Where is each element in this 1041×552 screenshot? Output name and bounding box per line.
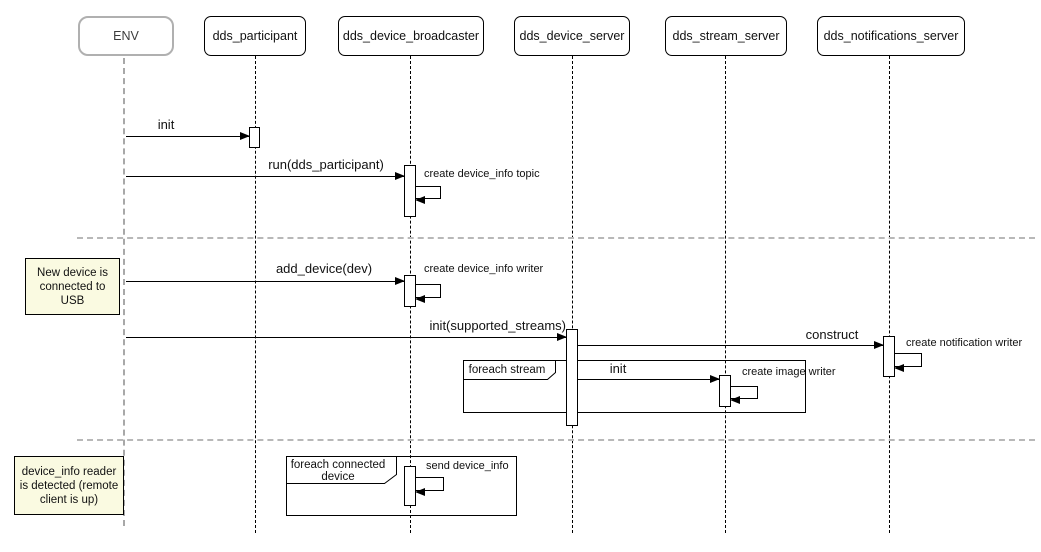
arrowhead-right-icon <box>240 132 250 140</box>
participant-box-dds-device-server: dds_device_server <box>514 16 630 56</box>
self-message-create-notification-writer <box>894 353 922 372</box>
participant-box-dds-participant: dds_participant <box>204 16 306 56</box>
message-line-init-supported-streams <box>126 333 567 341</box>
note-text: device_info reader is detected (remote c… <box>19 465 119 506</box>
message-label-create-image-writer: create image writer <box>742 366 836 378</box>
activation-notifications-construct <box>883 336 895 377</box>
activation-stream-server-init <box>719 375 731 407</box>
message-line-init <box>126 132 250 140</box>
message-label-construct: construct <box>805 327 859 342</box>
lifeline-dds-participant <box>255 56 256 533</box>
message-label-run: run(dds_participant) <box>268 157 384 172</box>
message-line-construct <box>578 341 884 349</box>
message-label-send-device-info: send device_info <box>426 460 509 472</box>
note-text: New device is connected to USB <box>37 266 108 307</box>
message-label-add-device: add_device(dev) <box>275 261 373 276</box>
arrowhead-right-icon <box>395 277 405 285</box>
self-message-create-writer <box>415 284 441 303</box>
arrowhead-right-icon <box>874 341 884 349</box>
arrowhead-left-icon <box>415 195 425 204</box>
activation-dds-participant-init <box>249 127 260 148</box>
note-device-info-reader: device_info reader is detected (remote c… <box>14 456 124 515</box>
message-line-run <box>126 172 405 180</box>
message-label-create-writer: create device_info writer <box>424 263 544 275</box>
lifeline-dds-device-server <box>572 56 573 533</box>
participant-box-dds-notifications-server: dds_notifications_server <box>817 16 965 56</box>
fragment-label: foreach connected device <box>290 459 386 483</box>
arrowhead-left-icon <box>415 294 425 303</box>
message-label-create-notification-writer: create notification writer <box>906 337 1023 349</box>
arrowhead-left-icon <box>415 487 425 496</box>
lifeline-dds-notifications-server <box>889 56 890 533</box>
participant-label: dds_device_server <box>519 29 625 43</box>
participant-box-env: ENV <box>78 16 174 56</box>
message-label-create-topic: create device_info topic <box>424 168 540 180</box>
separator-line-1 <box>77 237 1035 239</box>
self-message-create-topic <box>415 186 441 204</box>
self-message-send-device-info <box>415 477 444 496</box>
participant-label: dds_device_broadcaster <box>342 29 480 43</box>
arrowhead-right-icon <box>710 375 720 383</box>
participant-label: dds_stream_server <box>672 29 780 43</box>
participant-box-dds-stream-server: dds_stream_server <box>665 16 787 56</box>
separator-line-2 <box>77 439 1035 441</box>
lifeline-dds-stream-server <box>725 56 726 533</box>
activation-broadcaster-send <box>404 466 416 506</box>
participant-box-dds-device-broadcaster: dds_device_broadcaster <box>338 16 484 56</box>
participant-label: dds_participant <box>212 29 298 43</box>
arrowhead-right-icon <box>557 333 567 341</box>
message-line-add-device <box>126 277 405 285</box>
note-new-device-usb: New device is connected to USB <box>25 258 120 315</box>
participant-label: ENV <box>113 29 139 43</box>
message-line-init-stream <box>578 375 720 383</box>
activation-broadcaster-add-device <box>404 275 416 307</box>
message-label-init-stream: init <box>609 361 627 376</box>
arrowhead-right-icon <box>395 172 405 180</box>
self-message-create-image-writer <box>730 386 758 404</box>
arrowhead-left-icon <box>894 363 904 372</box>
participant-label: dds_notifications_server <box>823 29 959 43</box>
fragment-label-pentagon-icon <box>286 456 397 484</box>
message-label-init-supported-streams: init(supported_streams) <box>429 318 566 333</box>
message-label-init: init <box>157 117 175 132</box>
activation-device-server-init <box>566 329 578 426</box>
activation-broadcaster-run <box>404 165 416 217</box>
fragment-foreach-connected-device: foreach connected device <box>286 456 517 516</box>
fragment-label-pentagon-icon <box>463 360 556 380</box>
lifeline-env <box>123 58 125 526</box>
arrowhead-left-icon <box>730 395 740 404</box>
fragment-foreach-stream: foreach stream <box>463 360 806 413</box>
fragment-label: foreach stream <box>468 364 546 376</box>
